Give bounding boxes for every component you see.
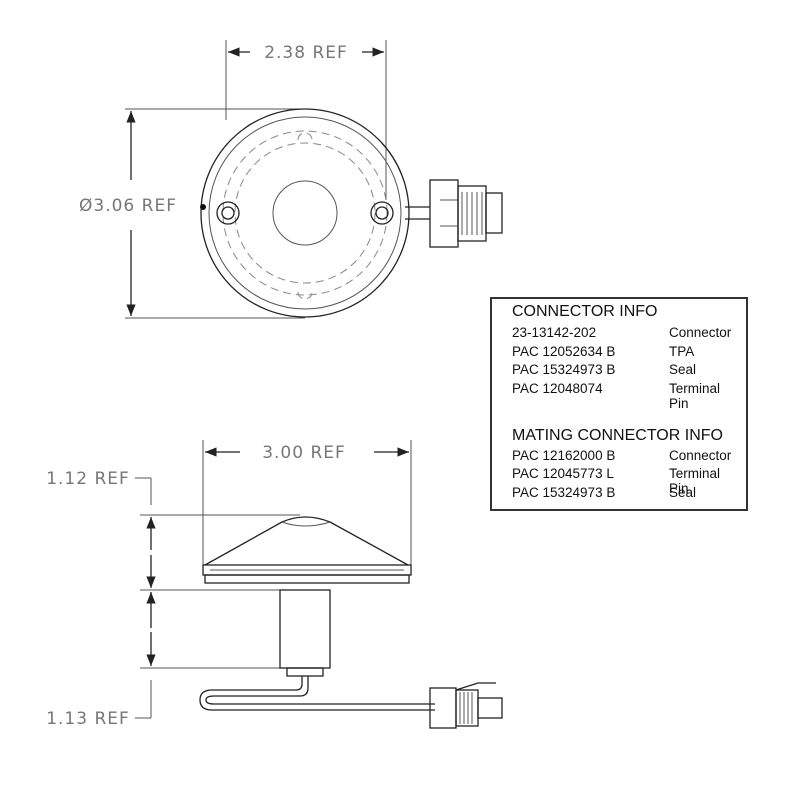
part-description: Terminal Pin [669,466,721,496]
part-description: TPA [669,344,695,359]
part-number: PAC 12048074 [512,381,603,396]
part-number: PAC 15324973 B [512,362,616,377]
hidden-outline [222,130,388,296]
connector-info-title: CONNECTOR INFO [512,303,658,320]
dome-housing [202,516,412,584]
part-number: 23-13142-202 [512,325,597,340]
part-number: PAC 12162000 B [512,448,616,463]
screw-head [221,206,235,220]
stem-base [286,667,324,677]
part-description: Seal [669,485,697,500]
hidden-tab [297,291,313,300]
screw-head [375,206,389,220]
hidden-tab [297,132,313,141]
center-boss [272,180,338,246]
top-view: 2.38 REF Ø3.06 REF [79,40,503,319]
outer-housing [200,108,410,318]
cable [199,676,435,711]
part-number: PAC 12045773 L [512,466,614,481]
hidden-outline [234,142,376,284]
side-view: 3.00 REF 1.12 REF 1.13 REF [46,440,503,729]
lower-height-dimension: 1.13 REF [46,709,130,729]
index-dot [200,204,206,210]
side-width-dimension: 3.00 REF [262,443,346,463]
top-width-dimension: 2.38 REF [264,43,348,63]
mounting-stem [279,589,331,669]
mating-connector-info-title: MATING CONNECTOR INFO [512,427,723,444]
connector-info-table: CONNECTOR INFO 23-13142-202 Connector PA… [490,297,748,511]
diameter-dimension: Ø3.06 REF [79,196,177,216]
part-number: PAC 15324973 B [512,485,616,500]
housing-rim [208,116,402,310]
connector-top-view [405,179,503,248]
part-description: Connector [669,325,732,340]
connector-side-view [429,682,503,729]
part-description: Terminal Pin [669,381,721,411]
part-description: Seal [669,362,697,377]
mounting-screw-left [216,201,240,225]
part-number: PAC 12052634 B [512,344,616,359]
upper-height-dimension: 1.12 REF [46,469,130,489]
part-description: Connector [669,448,732,463]
cable [205,676,435,705]
mounting-screw-right [370,201,394,225]
